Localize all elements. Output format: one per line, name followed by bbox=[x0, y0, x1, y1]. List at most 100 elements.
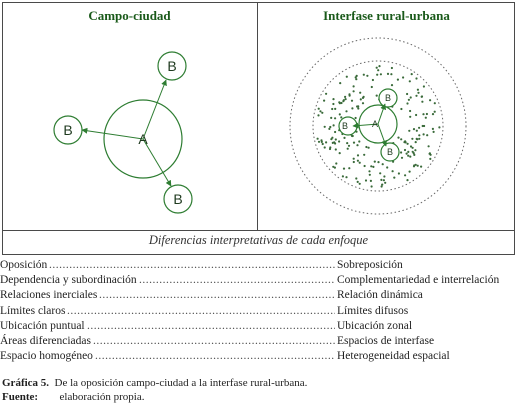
comparison-row: Dependencia y subordinación.............… bbox=[0, 273, 519, 287]
interface-b-circle-bottom bbox=[380, 142, 400, 162]
comparison-right-term: Complementariedad e interrelación bbox=[337, 274, 500, 287]
figure-caption: Gráfica 5. De la oposición campo-ciudad … bbox=[2, 376, 307, 390]
interface-dot bbox=[390, 84, 394, 87]
interface-dot bbox=[422, 85, 425, 88]
comparison-left-term: Relaciones inerciales bbox=[0, 289, 98, 302]
interface-dot bbox=[341, 175, 344, 178]
interface-dot bbox=[409, 145, 413, 148]
interface-dot bbox=[364, 179, 368, 182]
interface-dot bbox=[328, 147, 332, 151]
interfase-diagram: A B B B bbox=[289, 37, 467, 215]
interface-dot bbox=[379, 73, 382, 76]
interface-dot bbox=[323, 125, 326, 128]
interface-dot bbox=[422, 133, 425, 136]
interface-dot bbox=[406, 179, 409, 182]
interface-dot bbox=[344, 95, 347, 98]
right-panel-title: Interfase rural-urbana bbox=[323, 8, 450, 23]
interface-dot bbox=[368, 170, 371, 173]
interface-dot bbox=[358, 182, 361, 185]
outer-dotted-ring bbox=[289, 37, 467, 215]
interface-dot bbox=[334, 138, 337, 141]
interface-dot bbox=[425, 112, 428, 116]
interface-dot bbox=[408, 129, 411, 132]
comparison-right-term: Sobreposición bbox=[337, 259, 403, 271]
interface-dot bbox=[390, 66, 393, 70]
dot-leader: ........................................… bbox=[67, 304, 335, 317]
interface-dot bbox=[361, 102, 365, 105]
interface-dot bbox=[414, 149, 417, 152]
comparison-left-term: Áreas diferenciadas bbox=[0, 335, 91, 347]
interface-dot bbox=[334, 142, 337, 145]
interface-dot bbox=[329, 125, 332, 129]
dot-leader: ........................................… bbox=[87, 319, 335, 332]
interface-dot bbox=[429, 99, 432, 102]
interface-dot bbox=[422, 113, 425, 116]
interface-dot bbox=[325, 141, 328, 144]
interface-dot bbox=[429, 157, 432, 160]
interface-dot bbox=[413, 153, 416, 156]
label-b-left: B bbox=[63, 122, 72, 138]
interface-dot bbox=[384, 181, 387, 184]
interface-dot bbox=[356, 105, 359, 108]
interface-dot bbox=[432, 130, 435, 133]
interface-dot bbox=[330, 116, 333, 119]
interface-dot bbox=[375, 94, 378, 97]
interface-dot bbox=[381, 163, 384, 166]
interface-dot bbox=[323, 146, 326, 149]
interface-dot bbox=[420, 95, 424, 98]
interface-dot bbox=[317, 140, 321, 143]
interface-dot bbox=[386, 72, 390, 75]
interface-dot bbox=[321, 142, 324, 146]
interface-dot bbox=[431, 113, 435, 116]
interface-dot bbox=[355, 78, 358, 81]
interface-dot bbox=[333, 166, 336, 169]
interface-dot bbox=[316, 137, 319, 140]
interface-dot bbox=[348, 167, 351, 170]
interface-dot bbox=[433, 110, 436, 113]
interface-dot bbox=[378, 65, 381, 68]
interface-dot bbox=[332, 102, 335, 106]
arrow-a-to-b-top bbox=[142, 79, 167, 140]
interface-dot bbox=[338, 101, 341, 104]
arrow-a-to-b-left bbox=[81, 127, 144, 140]
interface-dot bbox=[400, 151, 403, 154]
interface-dot bbox=[354, 76, 357, 79]
interface-dot bbox=[338, 152, 341, 155]
interface-dot bbox=[405, 152, 408, 155]
label-a: A bbox=[138, 131, 148, 147]
interface-dot bbox=[397, 136, 400, 139]
interface-dot bbox=[331, 141, 334, 144]
interface-dot bbox=[356, 159, 359, 162]
interface-dot bbox=[421, 124, 424, 128]
interface-dot bbox=[404, 140, 407, 143]
comparison-right-term: Relación dinámica bbox=[337, 289, 423, 302]
comparison-row: Espacio homogéneo.......................… bbox=[0, 349, 519, 363]
interface-dot bbox=[391, 170, 394, 173]
interface-dot bbox=[418, 137, 421, 140]
comparison-row: Ubicación puntual.......................… bbox=[0, 319, 519, 333]
dot-leader: ........................................… bbox=[49, 259, 335, 271]
interface-dot bbox=[320, 139, 323, 142]
interface-dot bbox=[409, 155, 412, 158]
interface-dot bbox=[386, 166, 389, 169]
interface-dot bbox=[352, 157, 355, 160]
rural-b-circle-top bbox=[157, 51, 187, 81]
interface-dot bbox=[328, 127, 331, 130]
figure-source: Fuente: elaboración propia. bbox=[2, 390, 144, 404]
left-panel-title: Campo-ciudad bbox=[88, 8, 171, 23]
comparison-right-term: Ubicación zonal bbox=[337, 319, 413, 332]
interface-dot bbox=[359, 98, 362, 101]
interface-dot bbox=[407, 154, 410, 157]
comparison-left-term: Dependencia y subordinación bbox=[0, 274, 137, 287]
interface-dot bbox=[358, 161, 361, 164]
comparison-left-term: Ubicación puntual bbox=[0, 319, 85, 332]
interface-dot bbox=[409, 109, 412, 113]
interface-dot bbox=[431, 127, 434, 130]
interface-dot bbox=[421, 100, 424, 103]
interface-dot bbox=[407, 150, 410, 153]
interface-dot bbox=[344, 98, 347, 101]
interface-dot bbox=[343, 136, 346, 139]
comparison-left-term: Oposición bbox=[0, 259, 48, 271]
interface-dot bbox=[319, 110, 322, 113]
interface-dot bbox=[340, 116, 343, 119]
